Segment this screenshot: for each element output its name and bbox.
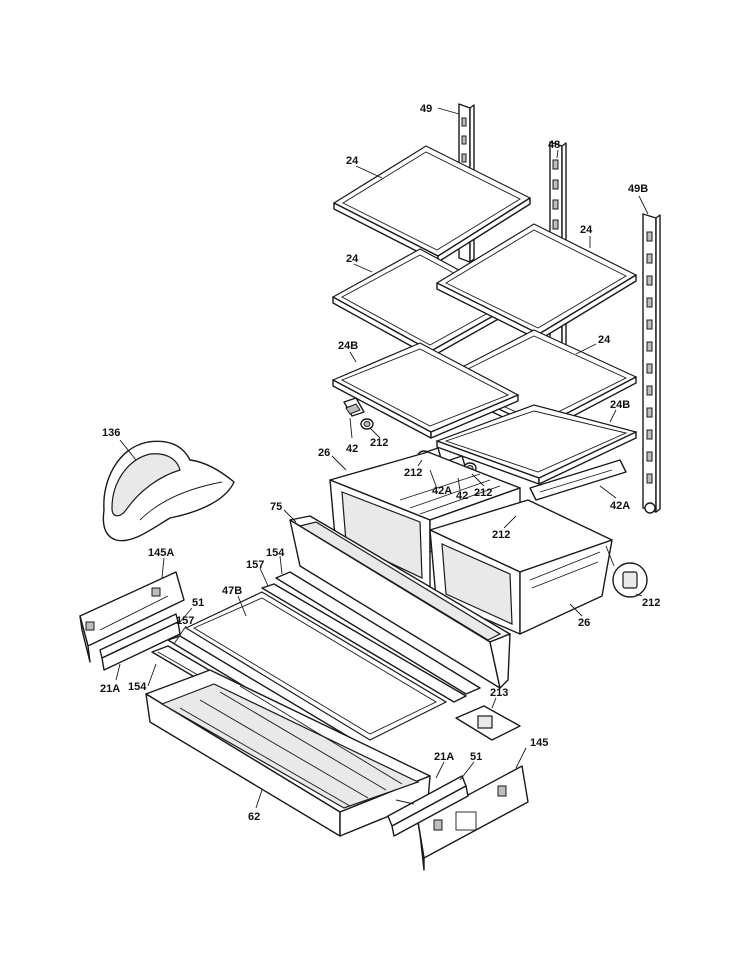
endcap-145a <box>79 571 185 663</box>
callout-213: 213 <box>490 687 508 699</box>
callout-24b-right: 24B <box>610 399 630 411</box>
shelf-24b-right <box>435 404 638 485</box>
callout-26-left: 26 <box>318 447 330 459</box>
slide-51-left <box>99 613 181 671</box>
callout-42a-mid: 42A <box>432 485 452 497</box>
callout-21a-left: 21A <box>100 683 120 695</box>
bracket-213 <box>455 705 521 741</box>
callout-212-mid-left: 212 <box>404 467 422 479</box>
slide-51-right <box>387 775 469 837</box>
callout-42a-right: 42A <box>610 500 630 512</box>
bracket-42a-right <box>529 459 627 501</box>
knob-212-zoom-callout <box>605 545 648 598</box>
callout-136: 136 <box>102 427 120 439</box>
callout-24-top: 24 <box>346 155 359 167</box>
callout-51-left: 51 <box>192 597 204 609</box>
callout-labels: 49 48 49B 24 24 24 24 24B 24B 42 212 26 … <box>100 103 660 823</box>
callout-212-mid-right: 212 <box>474 487 492 499</box>
callout-49: 49 <box>420 103 432 115</box>
callout-24-right-mid: 24 <box>598 334 611 346</box>
shelf-24-right-top <box>435 223 638 341</box>
deli-drawer-62 <box>145 669 431 837</box>
knob-212-left <box>360 418 374 430</box>
callout-26-right: 26 <box>578 617 590 629</box>
callout-145: 145 <box>530 737 548 749</box>
callout-24b-left: 24B <box>338 340 358 352</box>
callout-212-left: 212 <box>370 437 388 449</box>
callout-24-left: 24 <box>346 253 359 265</box>
glass-panel-47b <box>184 591 448 741</box>
callout-154-bottom: 154 <box>128 681 147 693</box>
leader-lines <box>115 107 649 809</box>
callout-75: 75 <box>270 501 282 513</box>
shelf-24b-left <box>331 342 520 439</box>
trim-strip-157-top <box>261 583 467 703</box>
bracket-42-left <box>343 397 365 417</box>
callout-51-right: 51 <box>470 751 482 763</box>
rail-49b <box>642 213 661 514</box>
drawer-cover-75 <box>289 515 511 689</box>
shelf-24-top <box>332 145 532 263</box>
trim-strip-154-top <box>275 571 481 695</box>
callout-157-bottom: 157 <box>176 615 194 627</box>
callout-212-zoom: 212 <box>642 597 660 609</box>
crisper-drawer-26-right <box>429 499 613 635</box>
callout-49b: 49B <box>628 183 648 195</box>
callout-145a: 145A <box>148 547 174 559</box>
callout-42-mid: 42 <box>456 490 468 502</box>
callout-24-right-top: 24 <box>580 224 593 236</box>
callout-47b: 47B <box>222 585 242 597</box>
callout-157-top: 157 <box>246 559 264 571</box>
callout-42-left: 42 <box>346 443 358 455</box>
endcap-145 <box>417 765 529 871</box>
callout-212-right: 212 <box>492 529 510 541</box>
handle-136 <box>102 440 235 542</box>
callout-48: 48 <box>548 139 560 151</box>
crisper-drawer-26-left <box>329 451 521 591</box>
callout-21a-right: 21A <box>434 751 454 763</box>
callout-154-top: 154 <box>266 547 285 559</box>
callout-62: 62 <box>248 811 260 823</box>
